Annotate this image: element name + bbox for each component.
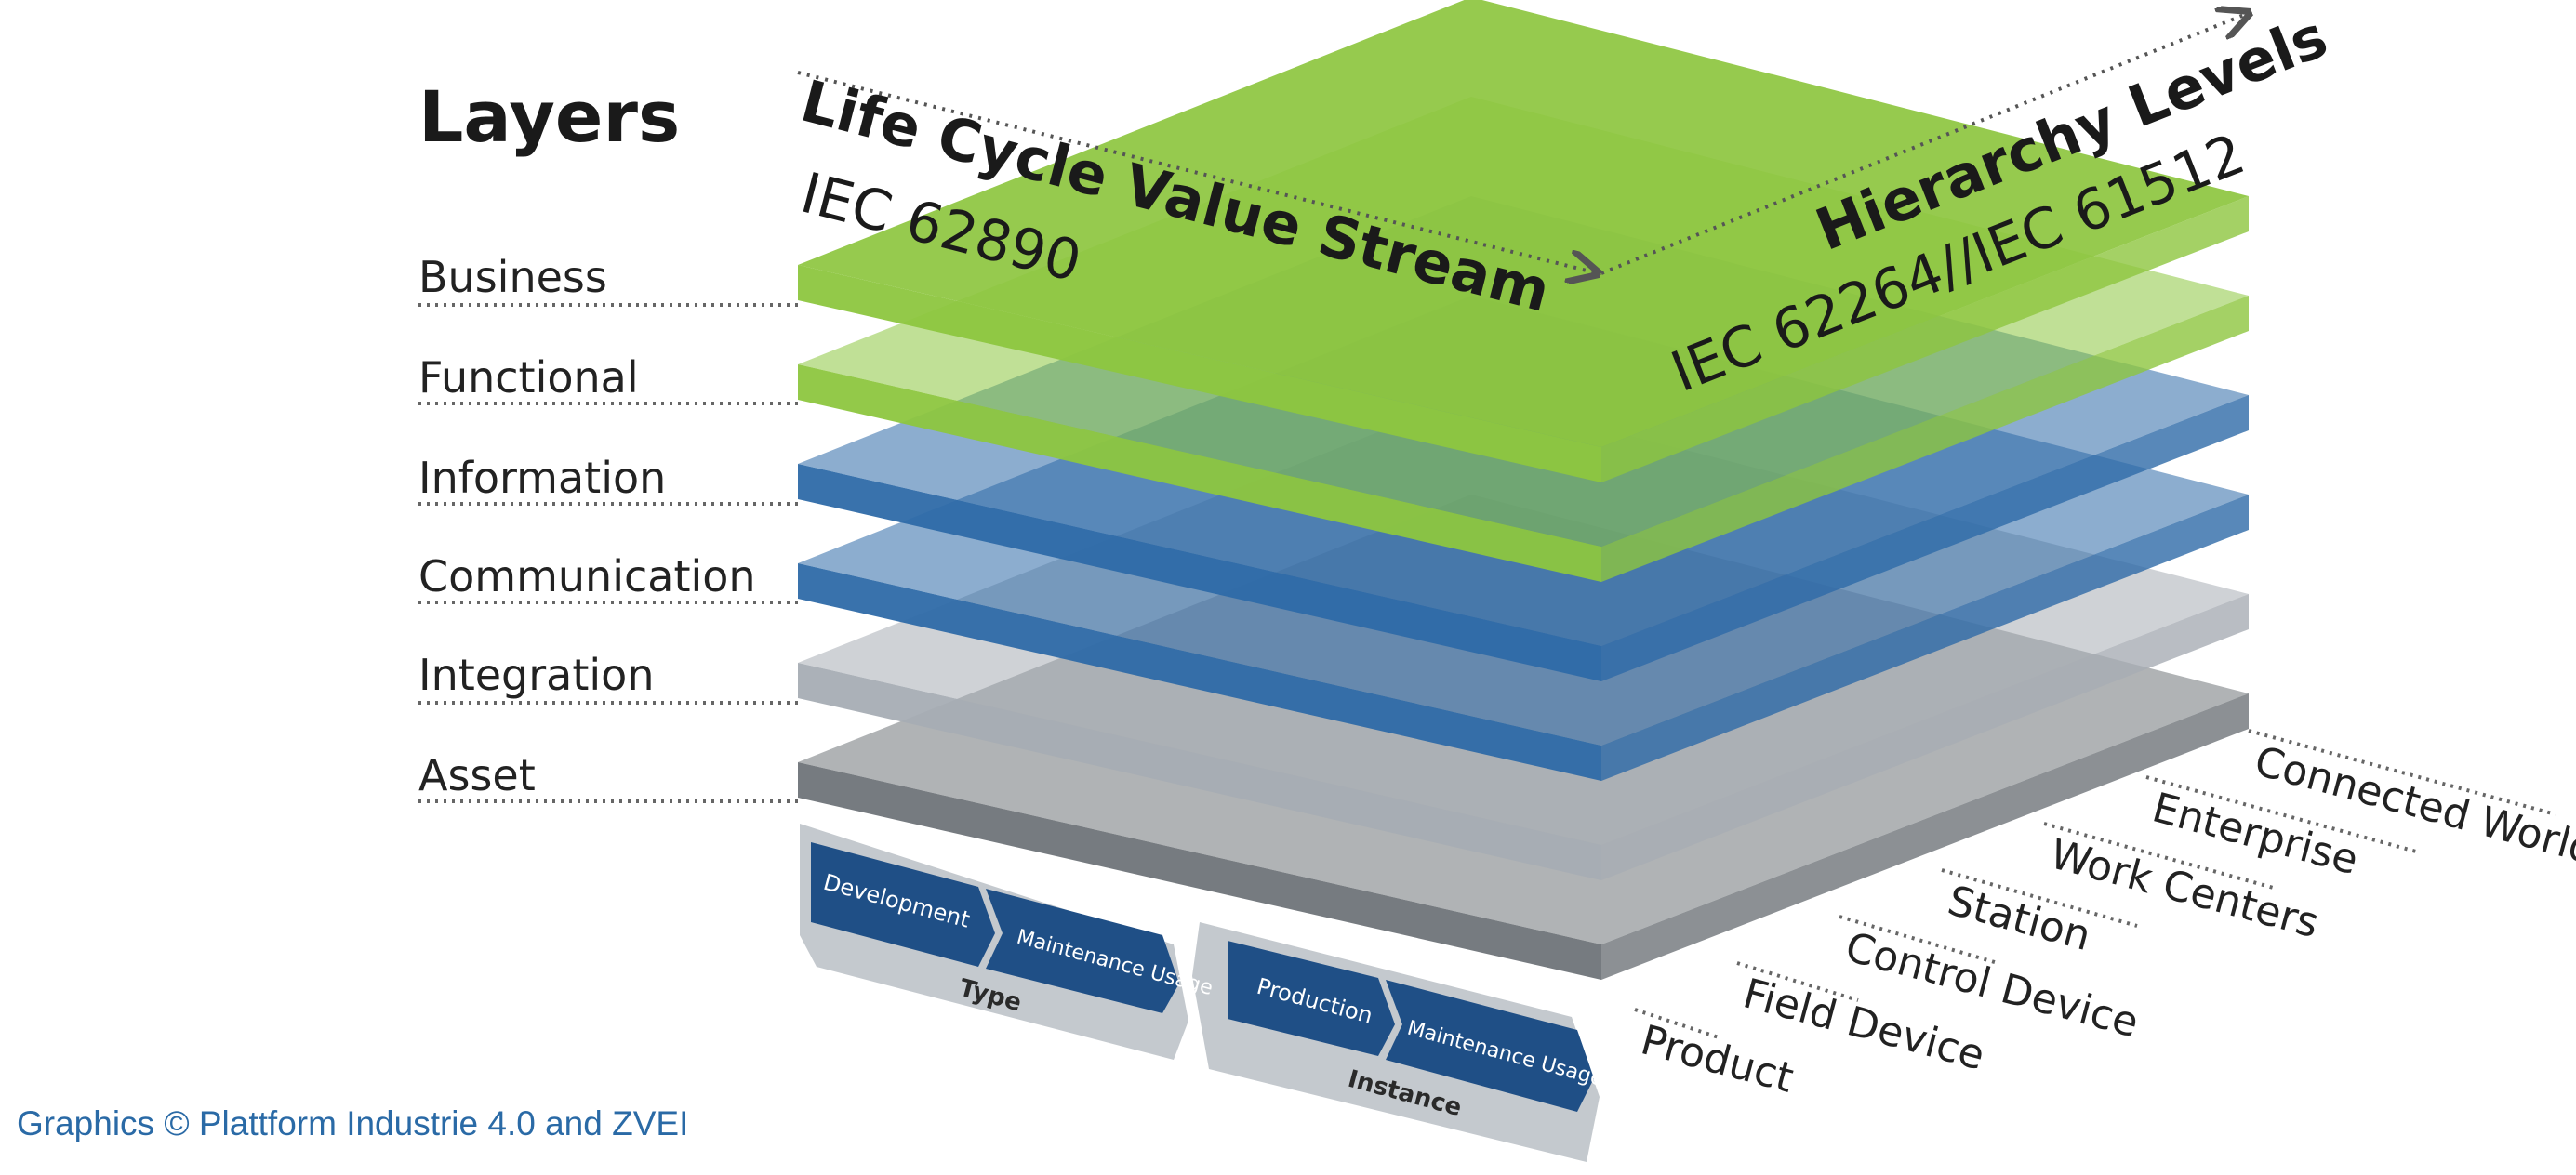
- layer-label-information: Information: [418, 453, 666, 503]
- level-leader-product: [1634, 1008, 1720, 1039]
- layer-label-integration: Integration: [418, 650, 654, 700]
- layer-slabs: [798, 0, 2249, 980]
- layer-label-business: Business: [418, 252, 607, 302]
- layers-heading: Layers: [418, 75, 680, 158]
- level-leader-control-device: [1839, 915, 1998, 965]
- level-label-product: Product: [1636, 1016, 1799, 1102]
- slab-business: [798, 0, 2249, 482]
- step-development-arrow: [811, 842, 995, 967]
- level-leader-work-centers: [2043, 822, 2277, 891]
- level-label-station: Station: [1943, 877, 2095, 960]
- graphics-credit: Graphics © Plattform Industrie 4.0 and Z…: [17, 1104, 689, 1142]
- level-leader-connected-world: [2248, 729, 2556, 816]
- step-maintenance-usage-arrow-instance: [1386, 980, 1594, 1112]
- layer-label-asset: Asset: [418, 750, 536, 800]
- level-leader-station: [1941, 868, 2138, 928]
- layer-labels: Business Functional Information Communic…: [418, 252, 756, 800]
- layer-label-communication: Communication: [418, 551, 756, 601]
- life-cycle-base: Development Maintenance Usage Type Produ…: [800, 824, 1606, 1162]
- step-production-arrow: [1228, 941, 1395, 1056]
- layer-label-functional: Functional: [418, 352, 639, 403]
- hierarchy-level-leader-lines: [1634, 729, 2556, 1039]
- step-maintenance-usage-arrow-type: [986, 889, 1179, 1013]
